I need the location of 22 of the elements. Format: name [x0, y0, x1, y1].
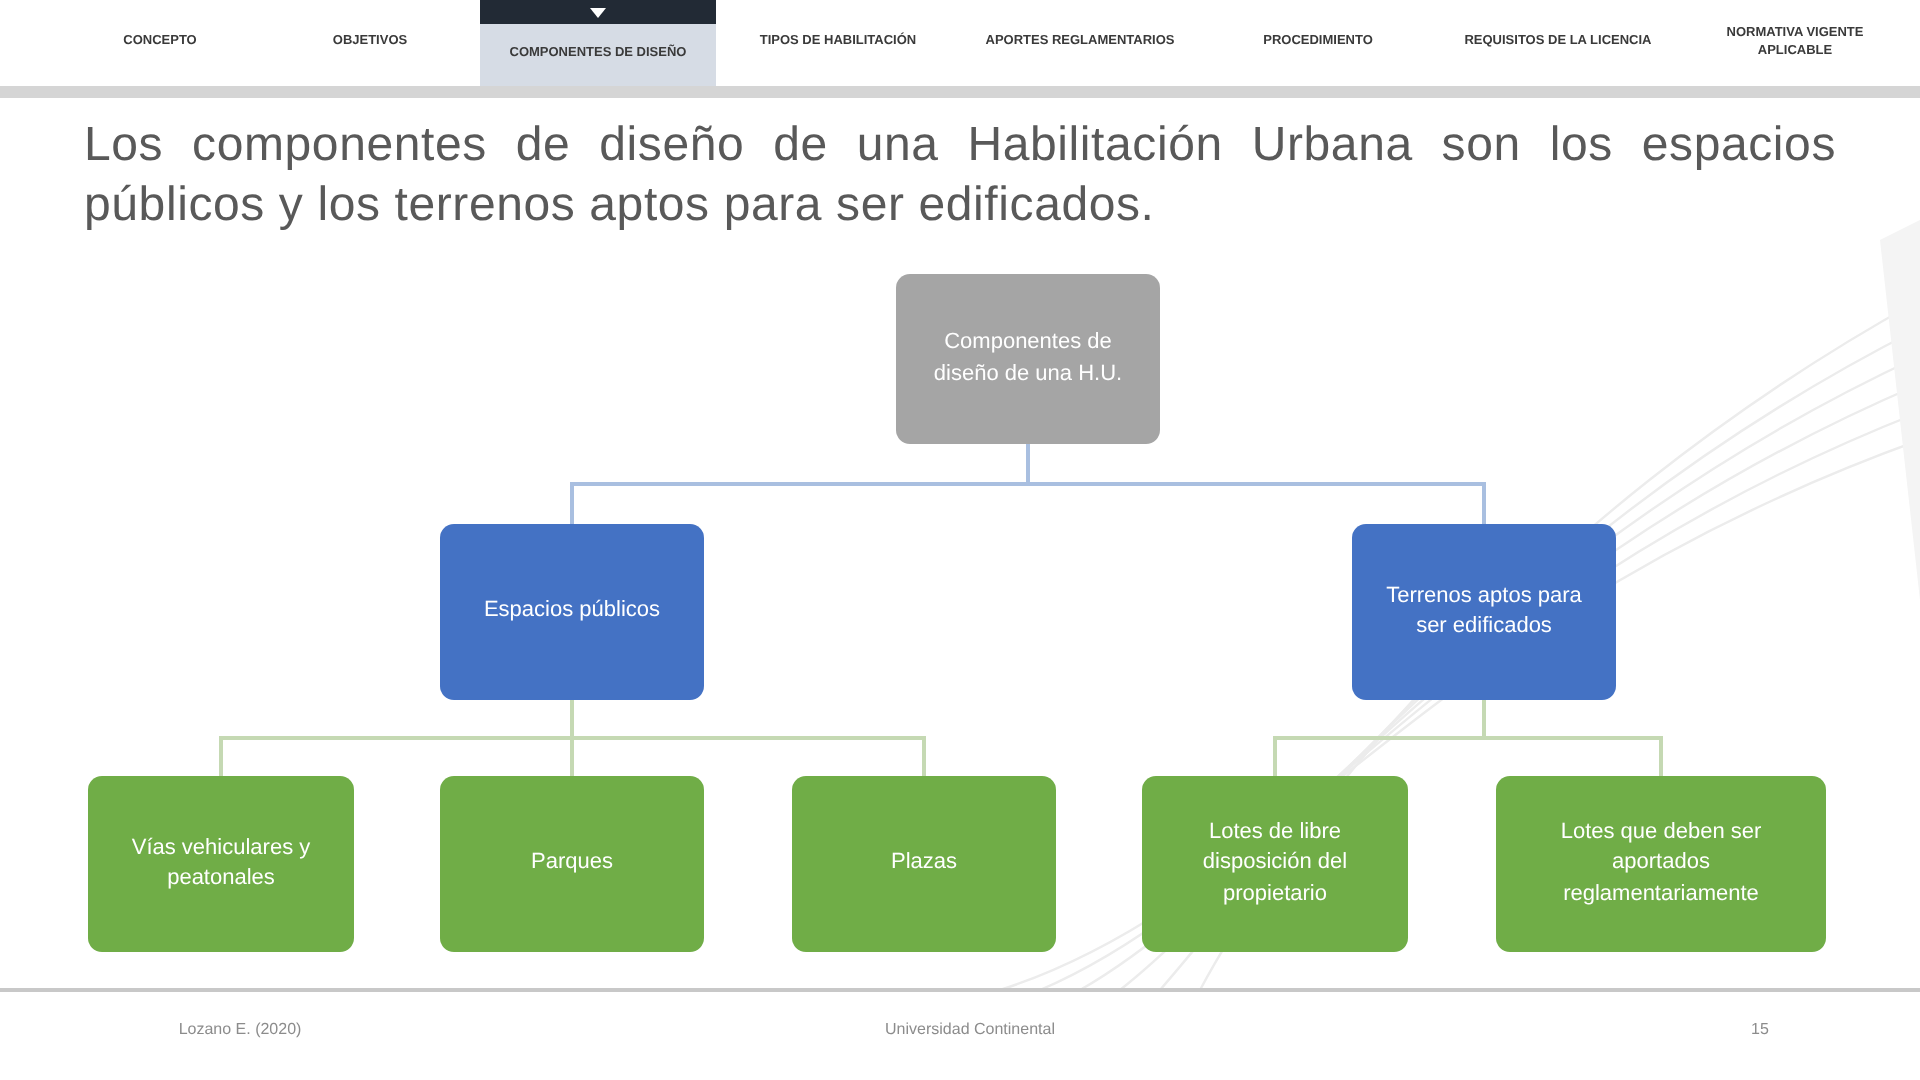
- box-label: Parques: [531, 848, 613, 879]
- item-box: [792, 776, 1056, 952]
- box-label: Lotes de libre disposición del propietario: [1200, 817, 1350, 910]
- box-label: Terrenos aptos para ser edificados: [1384, 581, 1584, 642]
- item-box: [440, 776, 704, 952]
- item-box: [88, 776, 354, 952]
- box-label: Vías vehiculares y peatonales: [129, 833, 313, 894]
- page-number: 15: [1749, 1020, 1771, 1038]
- root-box: [896, 274, 1160, 444]
- box-label: Espacios públicos: [483, 596, 661, 627]
- category-box: [440, 524, 704, 700]
- item-box: [1142, 776, 1408, 952]
- item-box: [1496, 776, 1826, 952]
- box-label: Plazas: [890, 848, 958, 879]
- connector-line: [570, 700, 926, 776]
- slide-heading: Los componentes de diseño de una Habilitación Urbana son los espacios públicos y los terrenos aptos para ser edificados.: [84, 116, 1836, 236]
- footer-text: Universidad Continental: [883, 1020, 1057, 1038]
- box-label: Lotes que deben ser aportados reglamentariamente: [1558, 817, 1764, 910]
- box-label: Componentes de diseño de una H.U.: [931, 328, 1125, 389]
- footer-citation: Lozano E. (2020): [176, 1020, 304, 1038]
- connector-line: [1026, 444, 1486, 524]
- category-box: [1352, 524, 1616, 700]
